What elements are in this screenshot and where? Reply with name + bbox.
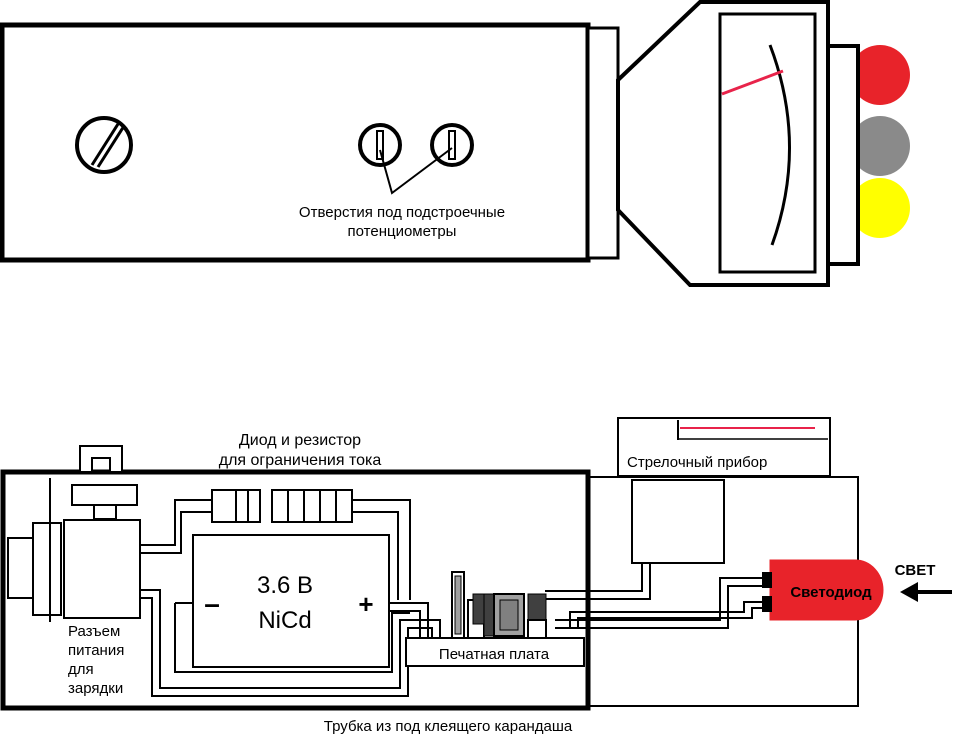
trimmer-holes-label-line2: потенциометры — [348, 223, 457, 240]
red-indicator — [850, 45, 910, 105]
connector-plug-top — [79, 445, 123, 473]
connector-label-line3: для — [68, 661, 94, 678]
meter-window — [718, 12, 817, 274]
screw-icon — [75, 116, 133, 174]
indicator-holder — [826, 44, 860, 266]
led — [762, 559, 884, 621]
pcb — [405, 637, 585, 667]
wiring — [140, 499, 770, 697]
battery-type: NiCd — [258, 607, 311, 634]
power-connector — [63, 519, 141, 619]
tube-extension-top — [586, 26, 620, 260]
battery-minus: – — [204, 588, 220, 619]
meter-scale-arc — [768, 44, 791, 246]
connector-label-line1: Разъем — [68, 623, 120, 640]
meter-label: Стрелочный прибор — [627, 454, 767, 471]
diode-resistor-label-line2: для ограничения тока — [219, 452, 382, 469]
pcb-transistor — [472, 593, 486, 625]
trimmer-hole-left — [358, 123, 402, 167]
light-arrow-icon — [900, 582, 952, 602]
diode-resistor-label-line1: Диод и резистор — [239, 432, 361, 449]
meter-movement — [631, 479, 725, 564]
connector-flange — [71, 484, 138, 506]
trimmer-pointer-lines — [379, 147, 453, 195]
bottom-view: Стрелочный прибор Диод и резистор для ог… — [0, 417, 952, 735]
battery-plus: + — [358, 589, 373, 619]
top-view: Отверстия под подстроечные потенциометры — [0, 0, 910, 287]
connector-label-line4: зарядки — [68, 680, 123, 697]
meter-needle — [721, 69, 784, 96]
battery — [192, 534, 390, 668]
trimmer-holes-label-line1: Отверстия под подстроечные — [299, 204, 505, 221]
led-label: Светодиод — [790, 584, 872, 601]
resistor — [271, 489, 353, 523]
tube-label: Трубка из под клеящего карандаша — [324, 718, 573, 735]
light-label: СВЕТ — [895, 562, 936, 579]
connector-mount — [32, 522, 62, 616]
connector-socket — [7, 537, 34, 599]
yellow-indicator — [850, 178, 910, 238]
connector-neck — [93, 504, 117, 520]
pcb-transistor-right — [527, 593, 547, 621]
battery-voltage: 3.6 В — [257, 572, 313, 599]
connector-label-line2: питания — [68, 642, 124, 659]
pcb-label: Печатная плата — [439, 646, 550, 663]
gray-indicator — [850, 116, 910, 176]
